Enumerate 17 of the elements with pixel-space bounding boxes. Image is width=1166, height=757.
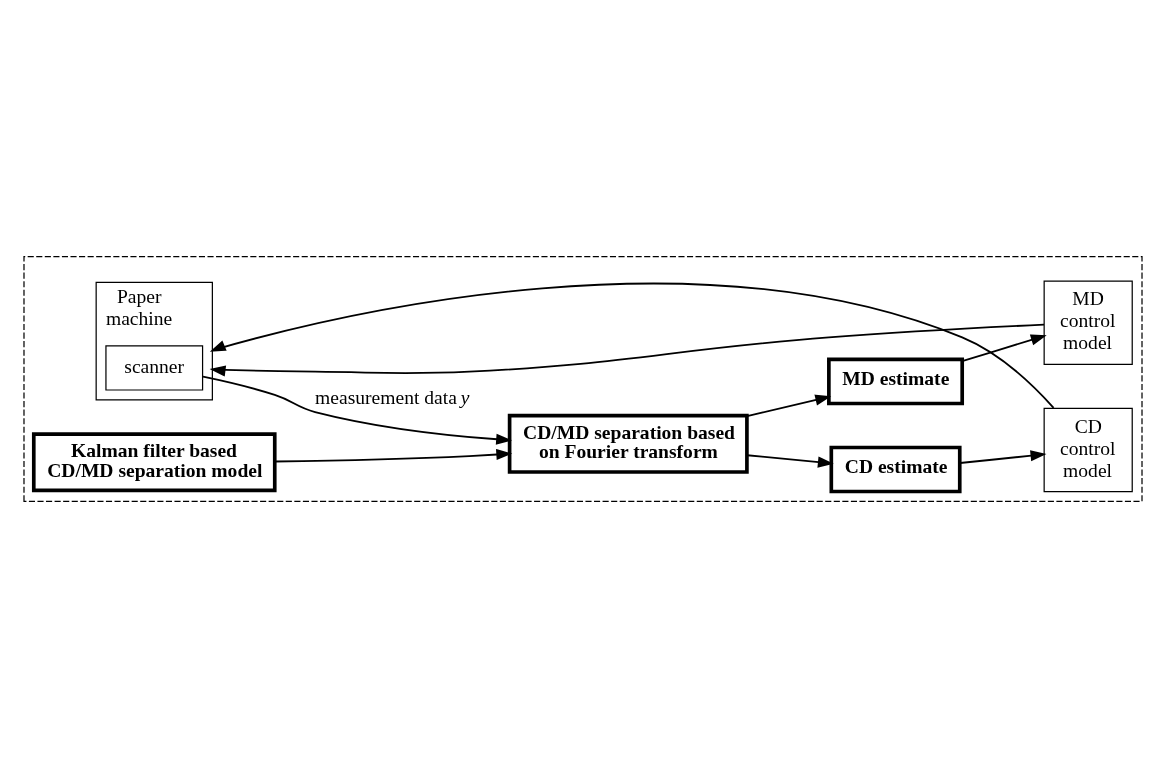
arrow: [746, 453, 834, 468]
node-box: scanner: [105, 344, 204, 391]
arrow: [209, 323, 1045, 376]
arrow: [209, 282, 1055, 409]
node-box: MD control model: [1043, 280, 1133, 365]
arrow: [746, 394, 832, 417]
arrow: [961, 334, 1047, 362]
node-box: Kalman filter based CD/MD separation model: [31, 431, 277, 492]
arrow: [274, 448, 513, 462]
arrow: [959, 449, 1047, 464]
node-box: CD estimate: [829, 445, 962, 493]
cluster: [23, 255, 1143, 502]
node-box: CD control model: [1043, 407, 1133, 492]
edge-label: measurement data y: [315, 386, 470, 408]
node-box: MD estimate: [827, 357, 965, 405]
arrow: [202, 375, 513, 445]
node-box: CD/MD separation based on Fourier transform: [507, 413, 749, 474]
